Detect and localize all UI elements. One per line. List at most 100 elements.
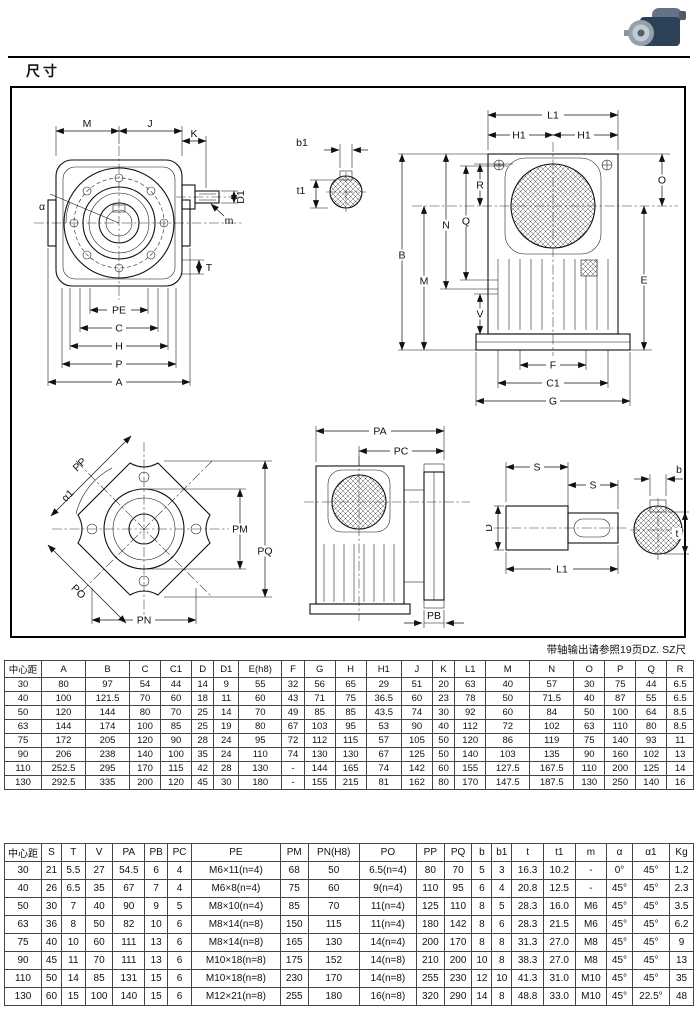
table-cell: 75: [573, 733, 606, 748]
table-cell: 115: [160, 761, 192, 776]
table-cell: 43.5: [365, 705, 402, 720]
table-cell: 35: [669, 969, 694, 988]
table-cell: M6: [574, 897, 608, 916]
table-cell: 135: [529, 747, 575, 762]
table-cell: 295: [85, 761, 131, 776]
table-cell: 82: [112, 915, 146, 934]
table-cell: 10: [491, 969, 513, 988]
table-cell: 110: [4, 969, 42, 988]
table-cell: 78: [454, 691, 487, 706]
column-header: PQ: [443, 843, 473, 862]
column-header: PC: [167, 843, 192, 862]
table-cell: 80: [40, 677, 87, 692]
dim-label-PO: PO: [69, 582, 88, 601]
table-cell: 11: [60, 951, 86, 970]
column-header: PP: [415, 843, 445, 862]
table-cell: 13: [144, 933, 169, 952]
table-cell: 27.0: [542, 933, 576, 952]
table-cell: 28: [190, 733, 215, 748]
table-cell: 71.5: [529, 691, 575, 706]
dim-label-PE: PE: [112, 305, 126, 317]
table-cell: 51: [400, 677, 433, 692]
table-cell: 14(n=8): [358, 951, 417, 970]
column-header: PB: [144, 843, 169, 862]
table-cell: 70: [307, 897, 360, 916]
dim-label-b: b: [676, 464, 682, 476]
table-cell: 40: [431, 719, 456, 734]
column-header: S: [41, 843, 62, 862]
dim-label-PB: PB: [427, 610, 441, 622]
table-cell: 95: [334, 719, 367, 734]
table-cell: 70: [160, 705, 192, 720]
table-cell: 6: [144, 861, 169, 880]
column-header: K: [431, 660, 456, 678]
table-cell: 140: [604, 733, 637, 748]
table-cell: 100: [129, 719, 162, 734]
table-cell: M8×14(n=8): [191, 915, 281, 934]
table-cell: 90: [160, 733, 192, 748]
table-cell: 14(n=8): [358, 969, 417, 988]
table-cell: 19: [213, 719, 240, 734]
table-cell: 152: [307, 951, 360, 970]
table-cell: 90: [112, 897, 146, 916]
table-cell: 24: [213, 733, 240, 748]
table-cell: 57: [365, 733, 402, 748]
table-cell: -: [574, 879, 608, 898]
table-cell: 140: [635, 775, 668, 790]
dim-label-H: H: [115, 341, 123, 353]
table-cell: M10: [574, 987, 608, 1006]
table-cell: 67: [281, 719, 305, 734]
dim-label-A: A: [115, 377, 122, 389]
table-cell: 170: [443, 933, 473, 952]
column-header: A: [40, 660, 87, 678]
table-cell: 53: [365, 719, 402, 734]
table-cell: 131: [112, 969, 146, 988]
table-cell: 125: [635, 761, 668, 776]
table-cell: 30: [4, 677, 42, 692]
table-cell: 40: [84, 897, 114, 916]
table-cell: 111: [112, 933, 146, 952]
table-cell: 35: [190, 747, 215, 762]
table-cell: 11: [666, 733, 694, 748]
table-cell: 4: [167, 879, 192, 898]
dim-label-F: F: [550, 360, 556, 372]
column-header: C: [129, 660, 162, 678]
table-cell: 9(n=4): [358, 879, 417, 898]
table-cell: 56: [303, 677, 336, 692]
column-header: b: [471, 843, 493, 862]
table-cell: 255: [279, 987, 309, 1006]
table-cell: 90: [400, 719, 433, 734]
table-cell: 6: [167, 915, 192, 934]
column-header: PE: [191, 843, 281, 862]
table-cell: 15: [60, 987, 86, 1006]
table-cell: 60: [160, 691, 192, 706]
table-cell: 90: [573, 747, 606, 762]
table-cell: 70: [238, 705, 283, 720]
table-cell: 45°: [631, 897, 671, 916]
table-cell: 70: [443, 861, 473, 880]
table-cell: 67: [112, 879, 146, 898]
table-cell: 162: [400, 775, 433, 790]
dim-label-S1: S: [533, 462, 540, 474]
dim-label-D: D: [486, 524, 495, 532]
table-cell: 6: [491, 915, 513, 934]
table-cell: 102: [529, 719, 575, 734]
table-cell: 25: [190, 719, 215, 734]
table-cell: 30: [41, 897, 62, 916]
table-cell: 8: [491, 933, 513, 952]
table-cell: 28.3: [511, 915, 544, 934]
table-cell: 45: [41, 951, 62, 970]
dim-label-O: O: [658, 175, 666, 187]
table-cell: 30: [573, 677, 606, 692]
table-cell: 10: [144, 915, 169, 934]
table-cell: 142: [400, 761, 433, 776]
table-cell: M10: [574, 969, 608, 988]
table-cell: 200: [604, 761, 637, 776]
table-cell: 45°: [606, 897, 633, 916]
table-cell: 110: [238, 747, 283, 762]
